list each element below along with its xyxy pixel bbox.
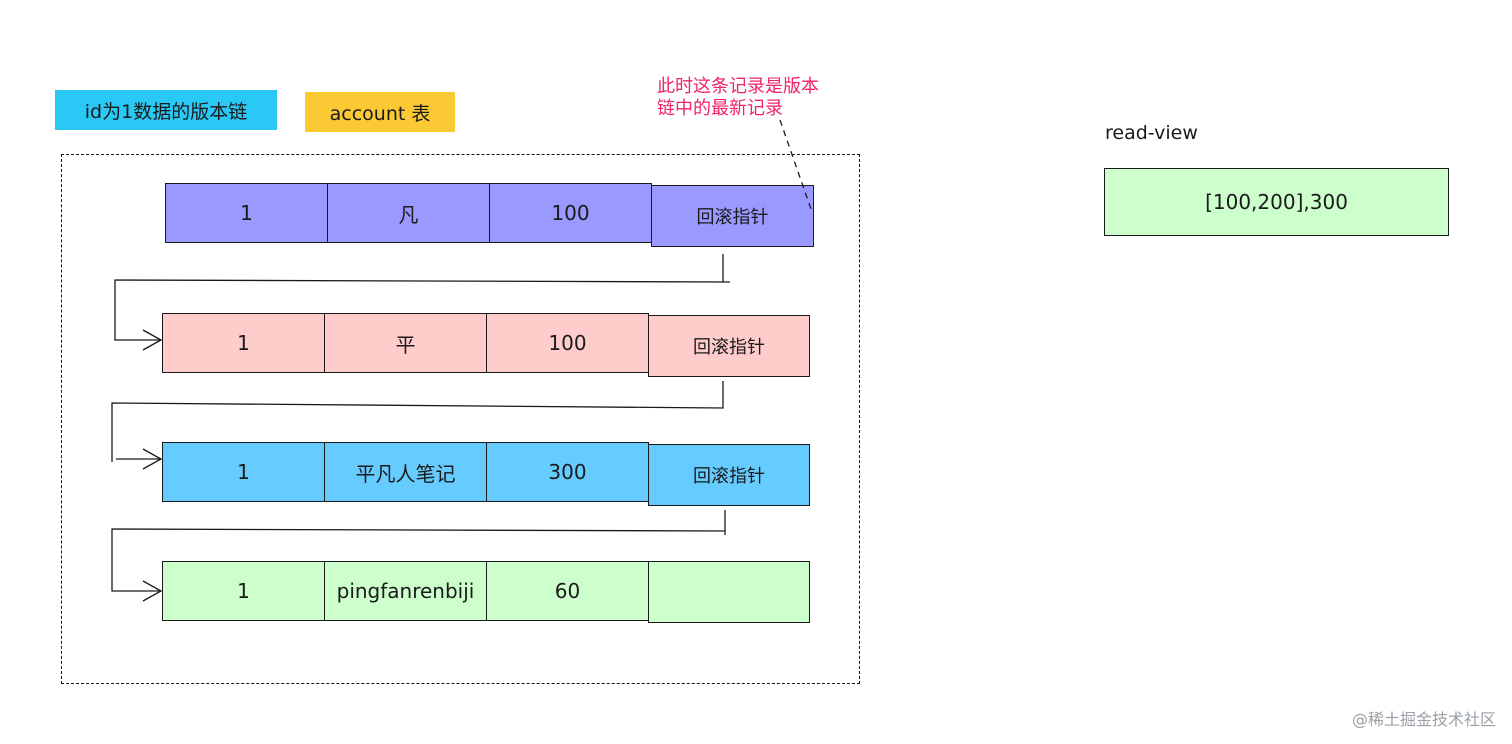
version-chain-label: id为1数据的版本链 [55, 90, 277, 130]
arrow-head-2 [142, 448, 163, 470]
rollback-pointer-connector-1 [114, 254, 731, 341]
latest-record-annotation: 此时这条记录是版本 链中的最新记录 [657, 76, 857, 120]
table-name-label: account 表 [305, 92, 455, 132]
record-1-balance-cell: 100 [489, 183, 652, 243]
record-2-balance-cell: 100 [486, 313, 649, 373]
record-2-name-cell: 平 [324, 313, 487, 373]
record-3-balance-cell: 300 [486, 442, 649, 502]
rollback-pointer-connector-3 [111, 510, 726, 592]
rollback-pointer-connector-2 [111, 381, 724, 462]
annotation-leader-line [779, 119, 813, 213]
record-4-rollback-pointer-cell [648, 561, 810, 623]
read-view-label: read-view [1105, 122, 1198, 144]
record-1-name-cell: 凡 [327, 183, 490, 243]
record-3-rollback-pointer-cell: 回滚指针 [648, 444, 810, 506]
annotation-line-2: 链中的最新记录 [657, 98, 783, 119]
arrow-head-1 [142, 329, 163, 351]
record-4-name-cell: pingfanrenbiji [324, 561, 487, 621]
version-chain-container [61, 154, 860, 684]
annotation-line-1: 此时这条记录是版本 [657, 76, 819, 97]
record-4-balance-cell: 60 [486, 561, 649, 621]
watermark: @稀土掘金技术社区 [1351, 710, 1496, 729]
record-3-name-cell: 平凡人笔记 [324, 442, 487, 502]
record-2-id-cell: 1 [162, 313, 325, 373]
record-2-rollback-pointer-cell: 回滚指针 [648, 315, 810, 377]
record-1-rollback-pointer-cell: 回滚指针 [651, 185, 814, 247]
read-view-box: [100,200],300 [1104, 168, 1449, 236]
arrow-head-3 [142, 580, 163, 602]
